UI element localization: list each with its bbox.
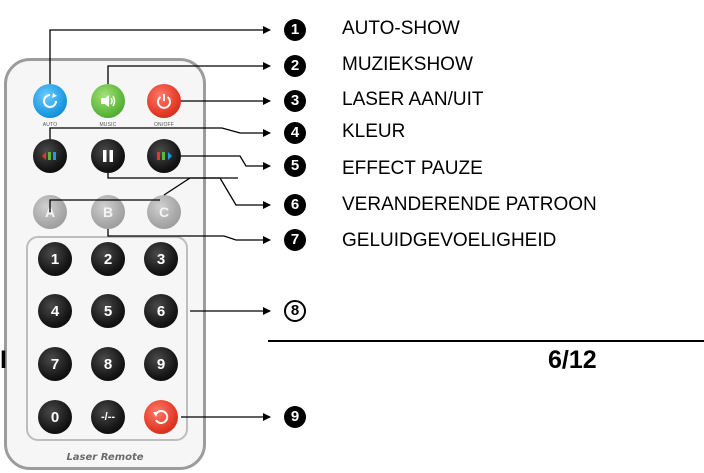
- music-button[interactable]: [91, 84, 125, 118]
- color-prev-button[interactable]: [33, 139, 67, 173]
- mode-b-button[interactable]: B: [91, 195, 125, 229]
- badge-4: 4: [284, 122, 306, 144]
- key-5[interactable]: 5: [91, 294, 125, 328]
- key-dash[interactable]: -/--: [91, 400, 125, 434]
- key-9[interactable]: 9: [144, 347, 178, 381]
- numpad-frame: [26, 236, 188, 441]
- auto-sublabel: AUTO: [42, 122, 58, 128]
- pause-icon: [101, 149, 115, 163]
- auto-rotate-icon: [41, 92, 59, 110]
- color-right-icon: [154, 149, 174, 163]
- color-next-button[interactable]: [147, 139, 181, 173]
- key-6[interactable]: 6: [144, 294, 178, 328]
- mode-c-button[interactable]: C: [147, 195, 181, 229]
- feature-label-5: EFFECT PAUZE: [342, 158, 483, 179]
- key-0[interactable]: 0: [38, 400, 72, 434]
- key-7[interactable]: 7: [38, 347, 72, 381]
- feature-label-3: LASER AAN/UIT: [342, 89, 484, 110]
- leader-5: [181, 155, 271, 170]
- leader-2: [107, 62, 271, 84]
- badge-1: 1: [284, 19, 306, 41]
- color-left-icon: [40, 149, 60, 163]
- key-3[interactable]: 3: [144, 242, 178, 276]
- key-8[interactable]: 8: [91, 347, 125, 381]
- feature-label-1: AUTO-SHOW: [342, 18, 460, 39]
- speaker-icon: [99, 93, 117, 109]
- badge-8: 8: [284, 300, 306, 322]
- auto-button[interactable]: [33, 84, 67, 118]
- pause-button[interactable]: [91, 139, 125, 173]
- leader-7: [107, 229, 271, 244]
- badge-9: 9: [284, 406, 306, 428]
- badge-5: 5: [284, 155, 306, 177]
- remote-brand: Laser Remote: [66, 452, 144, 463]
- key-2[interactable]: 2: [91, 242, 125, 276]
- page-rule: [268, 340, 704, 342]
- leader-extra-a: [49, 199, 160, 212]
- badge-7: 7: [284, 229, 306, 251]
- leader-extra-c: [163, 177, 238, 196]
- music-sublabel: MUSIC: [99, 122, 117, 128]
- leader-1: [49, 26, 271, 84]
- reset-button[interactable]: [144, 400, 178, 434]
- leader-4: [49, 127, 271, 139]
- power-icon: [155, 92, 173, 110]
- page-number: 6/12: [548, 346, 597, 374]
- badge-6: 6: [284, 194, 306, 216]
- feature-label-4: KLEUR: [342, 121, 406, 142]
- key-4[interactable]: 4: [38, 294, 72, 328]
- power-button[interactable]: [147, 84, 181, 118]
- badge-3: 3: [284, 90, 306, 112]
- badge-2: 2: [284, 55, 306, 77]
- feature-label-7: GELUIDGEVOELIGHEID: [342, 230, 557, 251]
- feature-label-2: MUZIEKSHOW: [342, 54, 473, 75]
- power-sublabel: ON/OFF: [153, 122, 175, 128]
- edge-text-fragment: I: [0, 346, 7, 374]
- feature-label-6: VERANDERENDE PATROON: [342, 194, 597, 215]
- key-1[interactable]: 1: [38, 242, 72, 276]
- undo-icon: [152, 408, 170, 426]
